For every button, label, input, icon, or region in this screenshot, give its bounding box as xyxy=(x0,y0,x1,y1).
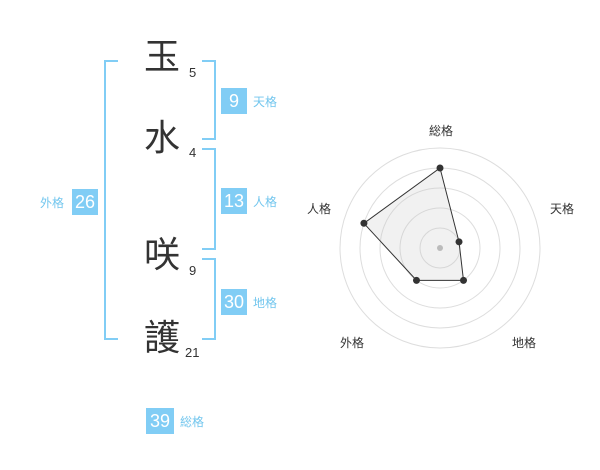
name-char-3: 咲 xyxy=(144,235,181,276)
chikaku-bracket xyxy=(202,258,216,340)
radar-points xyxy=(360,164,468,284)
tenkaku-bracket xyxy=(202,60,216,140)
radar-label-soukaku: 総格 xyxy=(429,123,453,138)
stroke-count-3: 9 xyxy=(189,263,197,278)
name-char-1: 玉 xyxy=(144,37,181,78)
jinkaku-label: 人格 xyxy=(253,195,278,209)
tenkaku-label: 天格 xyxy=(253,95,278,109)
radar-point-4 xyxy=(412,276,420,284)
radar-grid-ring xyxy=(379,187,501,309)
radar-point-1 xyxy=(436,164,444,172)
soukaku-label: 総格 xyxy=(180,415,205,429)
radar-label-chikaku: 地格 xyxy=(512,335,536,350)
name-char-4: 護 xyxy=(144,318,181,359)
gaikaku-value: 26 xyxy=(72,189,98,215)
name-char-2: 水 xyxy=(144,118,181,159)
tenkaku-value: 9 xyxy=(221,88,247,114)
stroke-count-1: 5 xyxy=(189,65,197,80)
radar-grid-ring xyxy=(339,147,541,349)
soukaku-value: 39 xyxy=(146,408,174,434)
jinkaku-value: 13 xyxy=(221,188,247,214)
radar-point-2 xyxy=(455,238,463,246)
stroke-count-4: 21 xyxy=(185,345,200,360)
chikaku-label: 地格 xyxy=(253,296,278,310)
radar-data-area xyxy=(363,167,465,281)
radar-grid-ring xyxy=(399,207,481,289)
radar-point-5 xyxy=(360,219,368,227)
radar-point-3 xyxy=(460,276,468,284)
gaikaku-bracket xyxy=(104,60,118,340)
chikaku-value: 30 xyxy=(221,289,247,315)
radar-label-tenkaku: 天格 xyxy=(550,201,574,216)
stroke-count-2: 4 xyxy=(189,145,197,160)
radar-label-gaikaku: 外格 xyxy=(340,335,364,350)
gaikaku-label: 外格 xyxy=(40,196,65,210)
jinkaku-bracket xyxy=(202,148,216,250)
radar-center-dot xyxy=(437,245,443,251)
radar-label-jinkaku: 人格 xyxy=(307,201,331,216)
